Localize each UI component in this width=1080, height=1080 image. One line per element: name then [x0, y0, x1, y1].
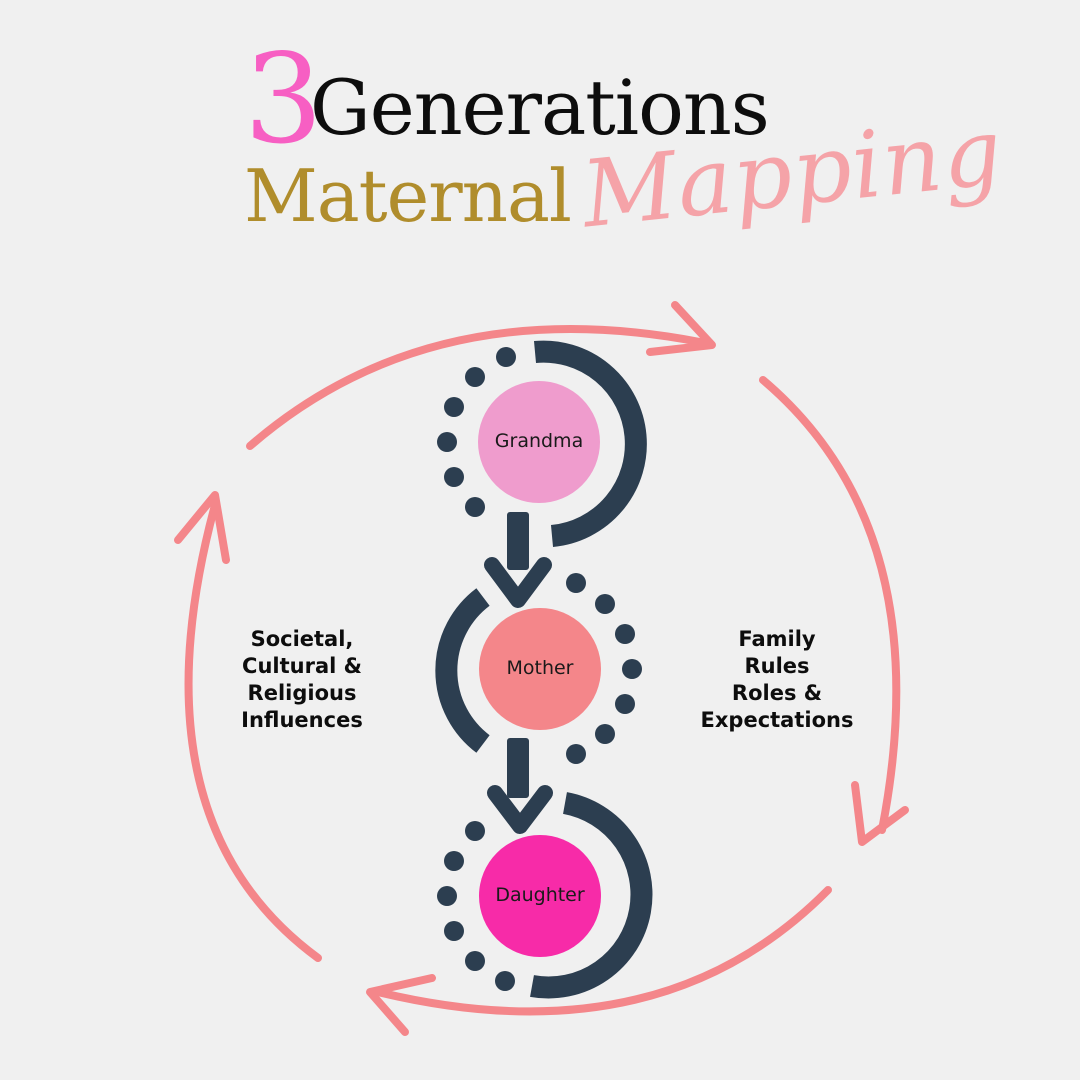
left-label-line: Societal,	[250, 627, 354, 651]
down-arrow-shaft	[507, 738, 529, 798]
daughter-circle	[479, 835, 601, 957]
daughter-arc	[530, 792, 653, 999]
right-label-line: Family	[738, 627, 816, 651]
daughter-dot	[465, 821, 485, 841]
grandma-arc	[534, 340, 647, 547]
mother-dot	[595, 594, 615, 614]
left-influences-label: Societal, Cultural & Religious Influence…	[192, 626, 412, 734]
mother-dot	[595, 724, 615, 744]
mother-dot	[566, 744, 586, 764]
mother-label: Mother	[506, 657, 574, 679]
left-label-line: Religious	[247, 681, 357, 705]
cycle-arc-right	[759, 376, 901, 834]
daughter-dot	[495, 971, 515, 991]
cycle-arrowhead-top	[646, 301, 716, 356]
daughter-dot	[465, 951, 485, 971]
title-sub: Maternal	[244, 154, 572, 238]
down-arrow-head	[484, 557, 552, 608]
mother-dot	[622, 659, 642, 679]
cycle-arrowhead-right	[851, 781, 909, 846]
daughter-label: Daughter	[495, 884, 585, 906]
daughter-dot	[437, 886, 457, 906]
cycle-arrowhead-left	[174, 491, 230, 564]
grandma-circle	[478, 381, 600, 503]
right-label-line: Expectations	[700, 708, 854, 732]
grandma-dot	[465, 497, 485, 517]
right-label-line: Roles &	[731, 681, 823, 705]
down-arrow-head	[487, 785, 553, 834]
mother-dot	[615, 694, 635, 714]
grandma-dot	[437, 432, 457, 452]
mother-circle	[479, 608, 601, 730]
mother-arc	[435, 588, 490, 753]
down-arrow-shaft	[507, 512, 529, 570]
cycle-arrows	[174, 301, 909, 1036]
daughter-dot	[444, 921, 464, 941]
grandma-dot	[444, 397, 464, 417]
grandma-label: Grandma	[494, 430, 584, 452]
cycle-arc-top	[246, 325, 704, 450]
daughter-dot	[444, 851, 464, 871]
generation-chain	[435, 340, 653, 999]
title-number: 3	[244, 28, 323, 172]
grandma-dot	[444, 467, 464, 487]
right-label-line: Rules	[744, 654, 810, 678]
left-label-line: Influences	[241, 708, 363, 732]
mother-dot	[615, 624, 635, 644]
title-main: Generations	[310, 63, 770, 152]
cycle-arc-bottom	[374, 886, 832, 1016]
left-label-line: Cultural &	[242, 654, 362, 678]
cycle-arrowhead-bottom	[366, 974, 436, 1036]
grandma-dot	[496, 347, 516, 367]
right-family-label: Family Rules Roles & Expectations	[667, 626, 887, 734]
grandma-dot	[465, 367, 485, 387]
cycle-arc-left	[184, 501, 322, 962]
mother-dot	[566, 573, 586, 593]
